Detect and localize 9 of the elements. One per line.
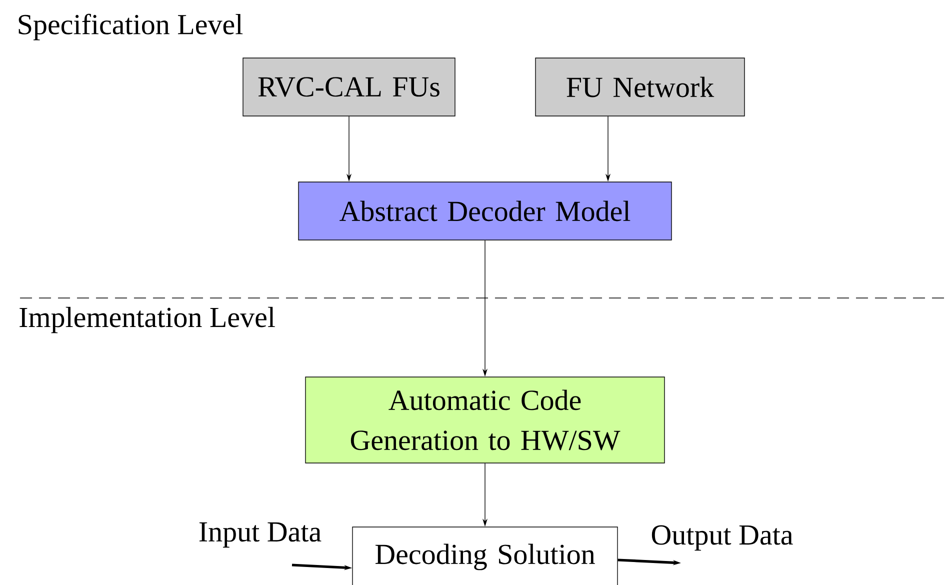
level-label: Specification Level xyxy=(18,14,243,40)
process-box: Decoding Solution xyxy=(352,526,618,585)
process-box: FU Network xyxy=(535,58,745,116)
process-box: Abstract Decoder Model xyxy=(298,182,672,240)
edge-label: Output Data xyxy=(650,524,794,552)
process-box: Automatic Code Generation to HW/SW xyxy=(305,376,665,464)
process-box: RVC-CAL FUs xyxy=(242,58,456,116)
edge-label: Input Data xyxy=(197,521,323,549)
level-label: Implementation Level xyxy=(20,306,275,334)
